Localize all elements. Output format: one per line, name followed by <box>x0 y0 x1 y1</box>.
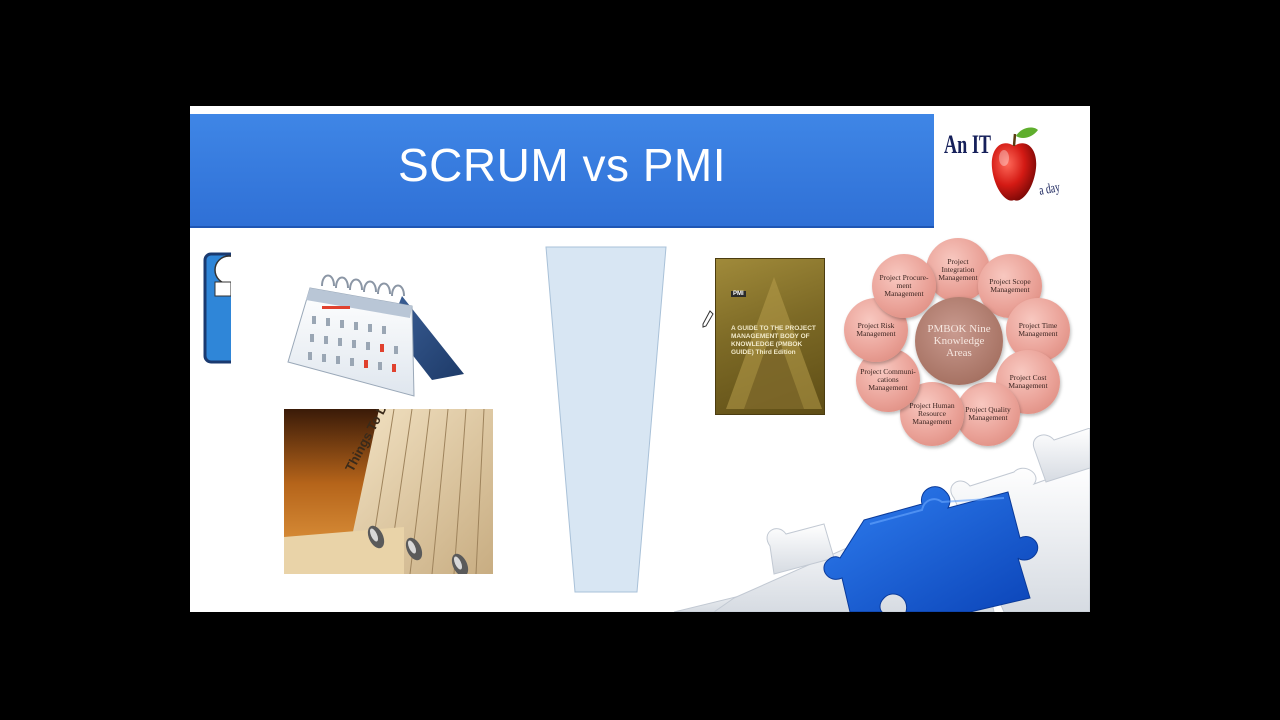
apple-icon <box>991 127 1038 201</box>
knowledge-area-quality: Project Quality Management <box>956 382 1020 446</box>
book-pyramid-art <box>726 277 822 409</box>
logo-text-line1: An IT <box>944 130 992 159</box>
book-tag: PMI <box>731 291 746 297</box>
knowledge-area-procurement: Project Procure-ment Management <box>872 254 936 318</box>
pmbok-book-cover: PMI A GUIDE TO THE PROJECT MANAGEMENT BO… <box>715 258 825 415</box>
scrum-mascot-icon <box>203 252 231 364</box>
slide-title: SCRUM vs PMI <box>398 139 726 191</box>
knowledge-areas-diagram: Project Integration Management Project S… <box>842 234 1078 448</box>
book-title: A GUIDE TO THE PROJECT MANAGEMENT BODY O… <box>731 325 816 356</box>
logo-text-line2: a day <box>1038 180 1062 199</box>
knowledge-areas-center: PMBOK Nine Knowledge Areas <box>915 297 1003 385</box>
planner-photo <box>284 409 493 574</box>
title-bar: SCRUM vs PMI <box>190 114 934 228</box>
pencil-cursor-icon <box>702 310 714 328</box>
logo: An IT a day <box>942 118 1072 213</box>
calendar-icon <box>287 274 464 397</box>
puzzle-icon <box>674 428 1090 612</box>
funnel-shape <box>545 246 667 593</box>
slide: SCRUM vs PMI An IT a day <box>190 106 1090 612</box>
things-to-do-image: Things To Do <box>284 409 493 574</box>
